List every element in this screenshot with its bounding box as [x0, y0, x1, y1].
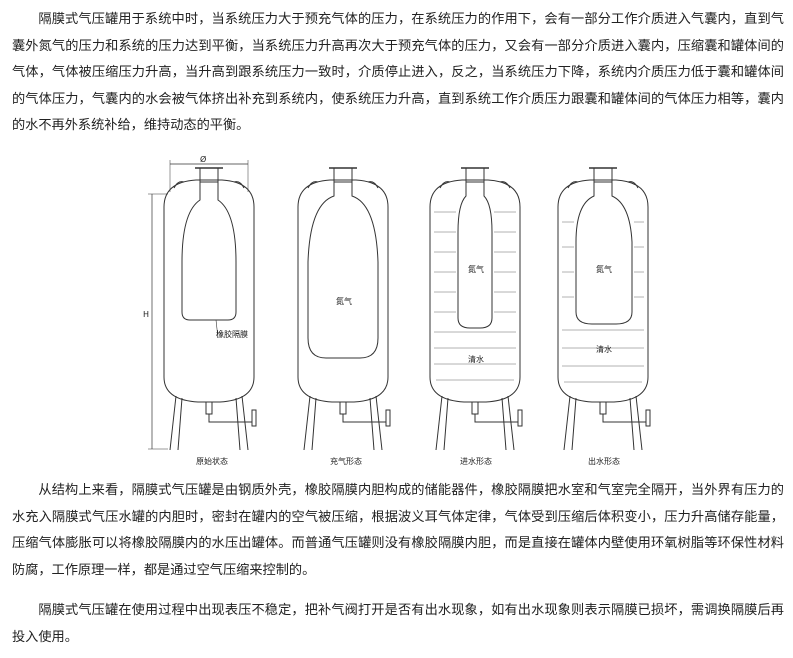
tank-shell	[163, 179, 255, 403]
water-label: 清水	[596, 344, 612, 354]
caption-water-out-state: 出水形态	[588, 456, 620, 466]
paragraph-working-principle: 隔膜式气压罐用于系统中时，当系统压力大于预充气体的压力，在系统压力的作用下，会有…	[12, 12, 784, 134]
rubber-membrane	[307, 182, 379, 359]
tank-charged	[297, 167, 391, 451]
tank-water-in	[429, 167, 523, 451]
rubber-membrane	[181, 182, 237, 321]
water-hatching	[434, 211, 516, 381]
nitrogen-label: 氮气	[336, 296, 352, 306]
tank-original	[148, 160, 257, 451]
membrane-label: 橡胶隔膜	[216, 329, 248, 339]
nitrogen-label: 氮气	[468, 264, 484, 274]
tank-shell	[297, 179, 389, 403]
nitrogen-label: 氮气	[596, 264, 612, 274]
diameter-symbol: Ø	[200, 154, 206, 164]
tank-shell	[557, 179, 649, 403]
tank-shell	[429, 179, 521, 403]
height-symbol: H	[143, 310, 149, 319]
water-hatching	[562, 221, 644, 383]
caption-charged-state: 充气形态	[330, 456, 362, 466]
paragraph-maintenance: 隔膜式气压罐在使用过程中出现表压不稳定，把补气阀打开是否有出水现象，如有出水现象…	[12, 603, 784, 645]
rubber-membrane	[457, 182, 493, 329]
rubber-membrane	[575, 182, 633, 325]
caption-original-state: 原始状态	[196, 456, 228, 466]
tank-states-diagram: 橡胶隔膜 Ø H 氮气	[143, 154, 651, 466]
water-label: 清水	[468, 354, 484, 364]
paragraph-structure: 从结构上来看，隔膜式气压罐是由钢质外壳，橡胶隔膜内胆构成的储能器件，橡胶隔膜把水…	[12, 483, 784, 578]
tank-water-out	[557, 167, 651, 451]
caption-water-in-state: 进水形态	[460, 456, 492, 466]
